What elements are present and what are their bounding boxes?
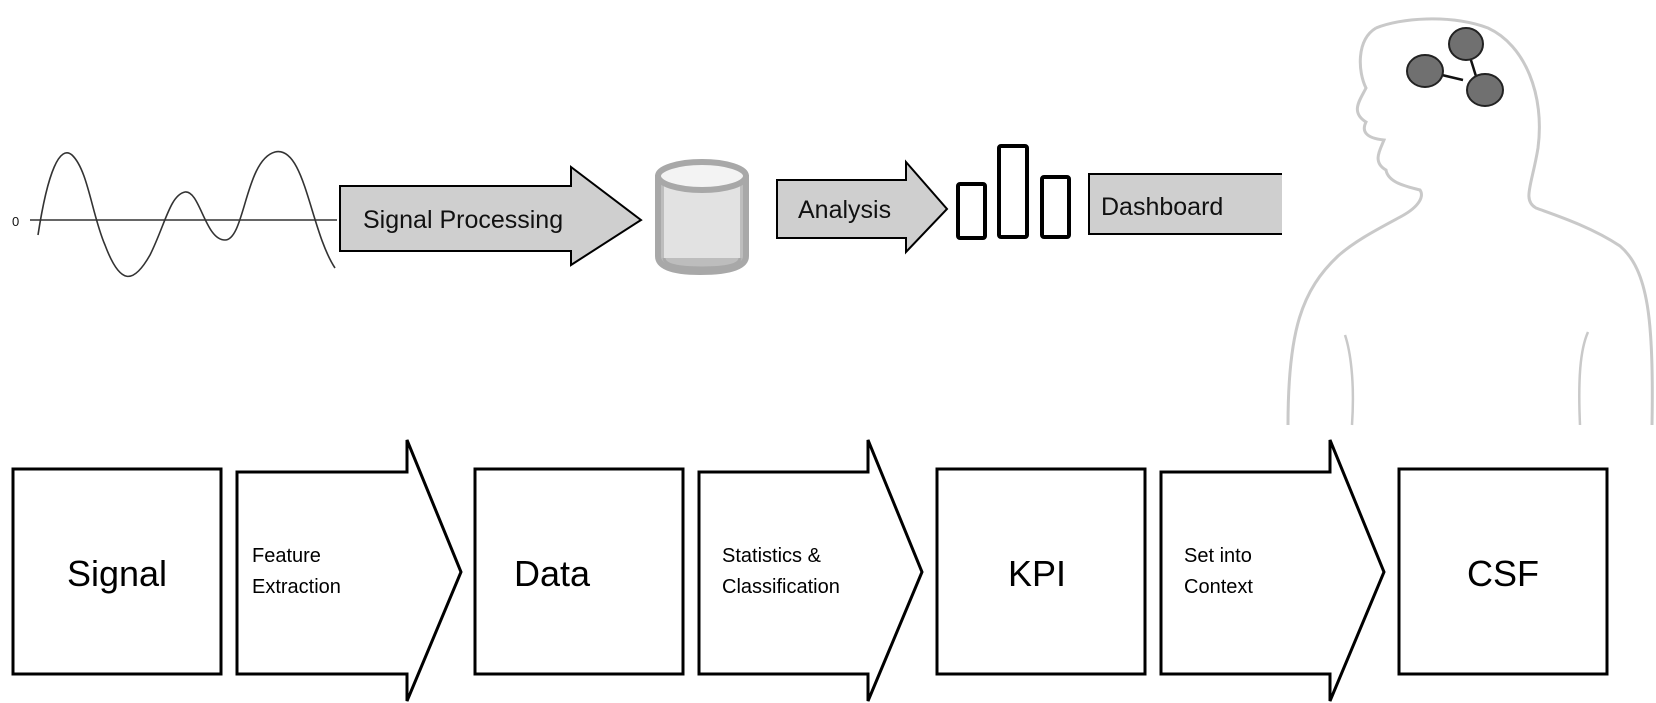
csf-box: CSF — [1397, 467, 1609, 676]
analysis-arrow: Analysis — [776, 159, 949, 255]
set-into-context-line1: Set into — [1184, 545, 1252, 567]
network-node — [1406, 54, 1444, 88]
bar-chart-icon — [956, 144, 1071, 240]
set-into-context-line2: Context — [1184, 576, 1253, 598]
person-head-icon — [1282, 8, 1656, 426]
data-box: Data — [473, 467, 685, 676]
network-node — [1448, 27, 1484, 61]
statistics-classification-line1: Statistics & — [722, 545, 822, 567]
dashboard-label: Dashboard — [1101, 193, 1223, 221]
analysis-label: Analysis — [798, 196, 891, 224]
set-into-context-arrow: Set into Context — [1159, 439, 1386, 702]
data-box-label: Data — [514, 553, 591, 594]
left-arm-outline — [1343, 334, 1355, 426]
signal-processing-arrow: Signal Processing — [339, 164, 643, 267]
kpi-box-label: KPI — [1008, 553, 1066, 594]
signal-box: Signal — [11, 467, 223, 676]
csf-box-label: CSF — [1467, 553, 1539, 594]
brain-network-icon — [1406, 27, 1504, 107]
signal-zero-label: 0 — [12, 214, 19, 229]
statistics-classification-arrow: Statistics & Classification — [697, 439, 924, 702]
kpi-box: KPI — [935, 467, 1147, 676]
signal-waveform: 0 — [12, 151, 337, 278]
signal-wave-line — [37, 151, 336, 278]
database-icon — [655, 159, 749, 276]
network-node — [1466, 73, 1504, 107]
statistics-classification-line2: Classification — [722, 576, 840, 598]
signal-box-label: Signal — [67, 553, 167, 594]
feature-extraction-line1: Feature — [252, 545, 321, 567]
feature-extraction-line2: Extraction — [252, 576, 341, 598]
right-arm-outline — [1578, 331, 1590, 426]
head-outline — [1286, 17, 1654, 426]
signal-processing-label: Signal Processing — [363, 206, 563, 234]
feature-extraction-arrow: Feature Extraction — [235, 439, 463, 702]
